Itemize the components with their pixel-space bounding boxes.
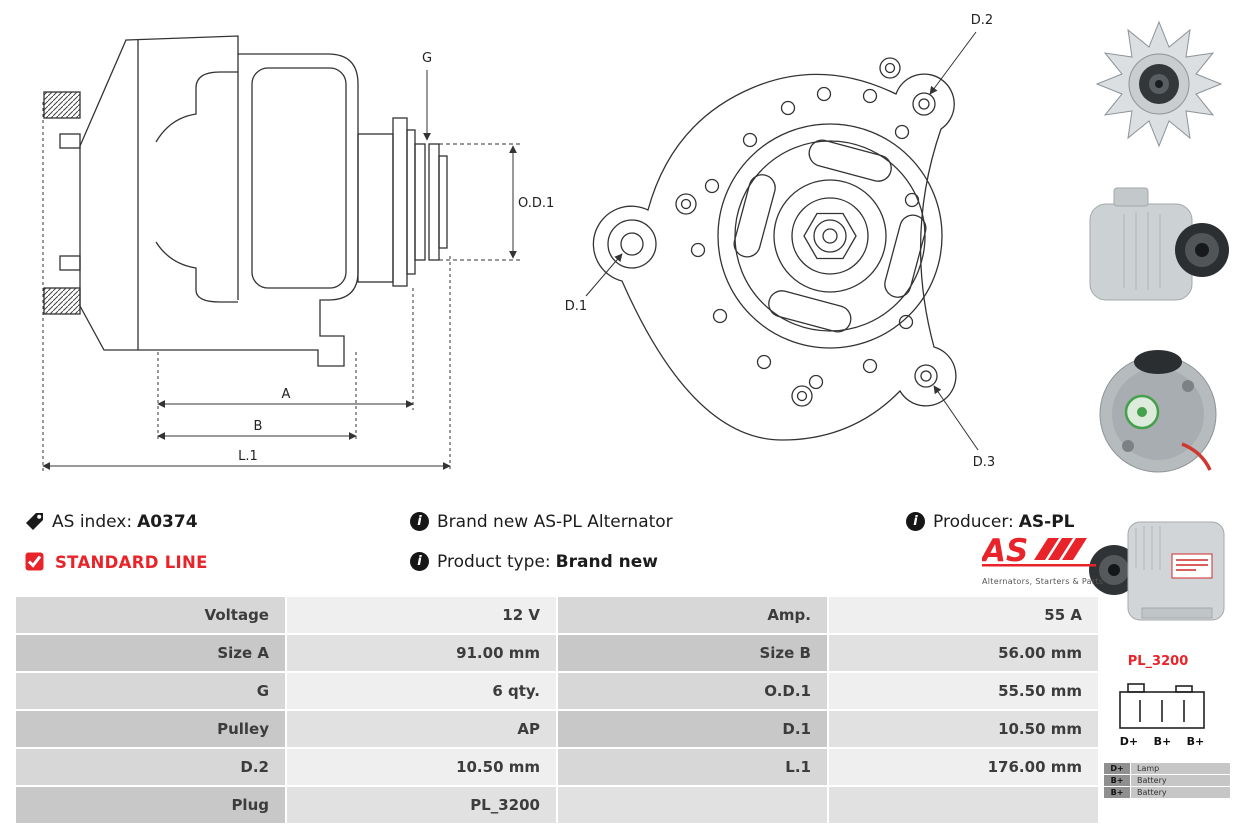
spec-value-cell: 6 qty.: [287, 673, 556, 709]
spec-label-cell: G: [16, 673, 285, 709]
spec-label-cell: Size B: [558, 635, 827, 671]
spec-label-cell: Amp.: [558, 597, 827, 633]
dim-label-g: G: [422, 51, 432, 66]
product-photo-3: [1099, 350, 1217, 473]
logo-subtext: Alternators, Starters & Parts: [982, 577, 1104, 586]
spec-value-cell: 91.00 mm: [287, 635, 556, 671]
standard-line-badge: STANDARD LINE: [55, 553, 208, 572]
pin-legend-pin: B+: [1104, 787, 1130, 798]
dim-label-d1: D.1: [565, 299, 587, 314]
as-pl-logo: AS Alternators, Starters & Parts: [979, 533, 1104, 586]
spec-value-cell: AP: [287, 711, 556, 747]
product-type-value: Brand new: [555, 552, 658, 572]
plug-pin-label: B+: [1153, 735, 1172, 748]
pin-legend-row: B+ Battery: [1104, 787, 1230, 798]
dim-label-b: B: [254, 419, 263, 434]
pin-legend-desc: Battery: [1131, 787, 1230, 798]
spec-value-cell: 12 V: [287, 597, 556, 633]
as-pl-logo-mark: AS: [979, 533, 1096, 569]
plug-pin-label: D+: [1119, 735, 1139, 748]
spec-value-cell: 55.50 mm: [829, 673, 1098, 709]
pin-legend-desc: Battery: [1131, 775, 1230, 786]
spec-label-cell: D.1: [558, 711, 827, 747]
pin-legend-row: D+ Lamp: [1104, 763, 1230, 774]
checkbox-checked-icon: [25, 552, 44, 571]
dim-label-od1: O.D.1: [518, 196, 554, 211]
plug-pin-label: B+: [1186, 735, 1205, 748]
as-index: AS index:A0374: [52, 512, 198, 532]
spec-label-cell: Plug: [16, 787, 285, 823]
dim-label-l1: L.1: [238, 449, 258, 464]
spec-label-cell: O.D.1: [558, 673, 827, 709]
pin-legend-desc: Lamp: [1131, 763, 1230, 774]
plug-pin-labels: D+ B+ B+: [1112, 735, 1212, 748]
spec-value-cell: [829, 787, 1098, 823]
info-icon: [410, 512, 429, 531]
producer-value: AS-PL: [1018, 512, 1075, 532]
spec-label-cell: D.2: [16, 749, 285, 785]
producer: Producer:AS-PL: [933, 512, 1075, 532]
pin-legend-pin: D+: [1104, 763, 1130, 774]
product-photo-2: [1089, 187, 1229, 301]
spec-value-cell: 10.50 mm: [829, 711, 1098, 747]
info-icon: [410, 552, 429, 571]
tag-icon: [26, 513, 43, 530]
spec-value-cell: PL_3200: [287, 787, 556, 823]
pin-legend-pin: B+: [1104, 775, 1130, 786]
as-index-value: A0374: [137, 512, 198, 532]
spec-label-cell: L.1: [558, 749, 827, 785]
product-photo-4: [1089, 521, 1225, 621]
spec-value-cell: 55 A: [829, 597, 1098, 633]
spec-label-cell: Voltage: [16, 597, 285, 633]
product-type-label: Product type:: [437, 552, 551, 572]
pin-legend-row: B+ Battery: [1104, 775, 1230, 786]
spec-label-cell: Size A: [16, 635, 285, 671]
plug-name: PL_3200: [1127, 654, 1189, 669]
dim-label-a: A: [282, 387, 291, 402]
spec-label-cell: [558, 787, 827, 823]
spec-value-cell: 56.00 mm: [829, 635, 1098, 671]
logo-as-text: AS: [982, 533, 1028, 569]
pin-legend: D+ Lamp B+ Battery B+ Battery: [1104, 763, 1230, 798]
brand-new-text: Brand new AS-PL Alternator: [437, 512, 673, 532]
producer-label: Producer:: [933, 512, 1014, 532]
rear-view-technical-drawing: D.2 D.1 D.3: [565, 13, 995, 470]
product-type: Product type:Brand new: [437, 552, 658, 572]
spec-label-cell: Pulley: [16, 711, 285, 747]
plug-connector-icon: [1119, 683, 1205, 729]
spec-value-cell: 176.00 mm: [829, 749, 1098, 785]
product-photo-1: [1095, 20, 1223, 148]
as-index-label: AS index:: [52, 512, 133, 532]
dim-label-d2: D.2: [971, 13, 993, 28]
info-icon: [906, 512, 925, 531]
spec-value-cell: 10.50 mm: [287, 749, 556, 785]
spec-table: Voltage 12 V Amp. 55 A Size A 91.00 mm S…: [16, 597, 1098, 823]
side-view-technical-drawing: A B L.1 G O.D.1: [42, 35, 554, 472]
dim-label-d3: D.3: [973, 455, 995, 470]
